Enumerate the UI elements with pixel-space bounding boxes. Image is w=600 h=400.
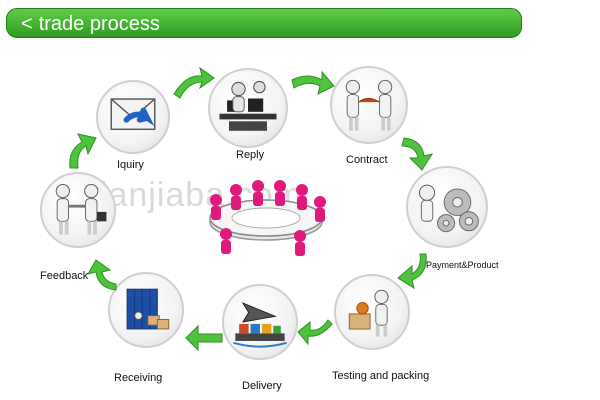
gears-icon bbox=[418, 184, 479, 233]
packing-icon bbox=[348, 289, 389, 337]
step-iquiry-node[interactable] bbox=[96, 80, 170, 154]
step-receiving-node[interactable] bbox=[108, 272, 184, 348]
arrow-reply-to-contract-icon bbox=[291, 70, 335, 95]
step-receiving-label: Receiving bbox=[114, 372, 163, 384]
header-title: <trade process bbox=[21, 13, 160, 35]
meeting-table-icon bbox=[209, 180, 326, 256]
step-delivery-node[interactable] bbox=[222, 284, 298, 360]
step-contract-node[interactable] bbox=[330, 66, 408, 144]
step-contract-label: Contract bbox=[346, 154, 388, 166]
step-testing-packing-node[interactable] bbox=[334, 274, 410, 350]
handshake-icon bbox=[55, 183, 107, 235]
container-icon bbox=[126, 288, 170, 330]
handover-icon bbox=[345, 79, 393, 131]
step-testing-packing-label: Testing and packing bbox=[332, 370, 430, 382]
arrow-payment-to-testing-icon bbox=[397, 253, 427, 290]
step-feedback-label: Feedback bbox=[40, 270, 89, 282]
step-payment-product-node[interactable] bbox=[406, 166, 488, 248]
back-chevron-icon[interactable]: < bbox=[21, 13, 33, 35]
step-delivery-label: Delivery bbox=[242, 380, 282, 392]
arrow-delivery-to-receiving-icon bbox=[185, 324, 223, 352]
header-title-text: trade process bbox=[38, 13, 160, 35]
step-reply-node[interactable] bbox=[208, 68, 288, 148]
step-feedback-node[interactable] bbox=[40, 172, 116, 248]
call-center-icon bbox=[219, 80, 277, 131]
step-payment-product-label: Payment&Product bbox=[426, 260, 499, 270]
step-reply-label: Reply bbox=[236, 149, 265, 161]
airplane-ship-icon bbox=[233, 302, 287, 348]
arrow-iquiry-to-reply-icon bbox=[173, 66, 215, 99]
header-bar[interactable]: <trade process bbox=[6, 8, 522, 38]
arrow-contract-to-payment-icon bbox=[401, 137, 434, 171]
step-iquiry-label: Iquiry bbox=[117, 159, 144, 171]
arrow-receiving-to-feedback-icon bbox=[86, 259, 117, 291]
arrow-testing-to-delivery-icon bbox=[297, 319, 333, 346]
arrow-feedback-to-iquiry-icon bbox=[69, 133, 97, 169]
envelope-icon bbox=[110, 98, 156, 131]
